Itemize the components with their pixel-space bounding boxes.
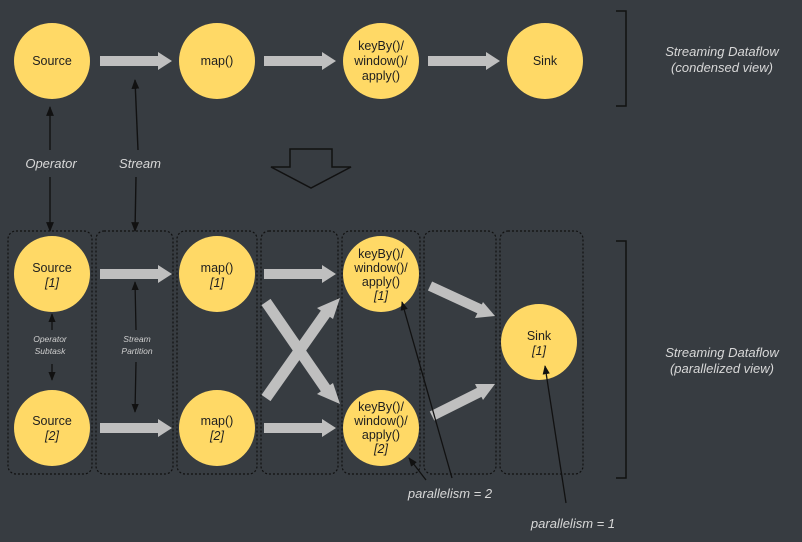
condensed-map-label: map() (201, 54, 234, 68)
kwa-2-line-1: keyBy()/ (358, 400, 404, 414)
operator-label: Operator (25, 156, 77, 171)
condensed-stream-arrow-3 (428, 52, 500, 70)
node-map-2: map() [2] (179, 390, 255, 466)
operator-stream-annotations: Operator Stream (25, 79, 161, 232)
node-kwa-1: keyBy()/ window()/ apply() [1] (343, 236, 419, 312)
condensed-node-keyby-window-apply: keyBy()/ window()/ apply() (343, 23, 419, 99)
source-1-index: [1] (44, 276, 59, 290)
parallelism-2-pointer-a (400, 301, 453, 479)
kwa-2-index: [2] (373, 442, 388, 456)
parallel-bracket-label-1: Streaming Dataflow (665, 345, 780, 360)
source-1-name: Source (32, 261, 72, 275)
map-2-name: map() (201, 414, 234, 428)
kwa-1-line-3: apply() (362, 275, 400, 289)
map-1-name: map() (201, 261, 234, 275)
parallel-bracket-label-2: (parallelized view) (670, 361, 774, 376)
stream-partition-label-1: Stream (123, 334, 150, 344)
partition-annot-arrow-down (131, 361, 139, 413)
node-sink-1: Sink [1] (501, 304, 577, 380)
kwa-1-index: [1] (373, 289, 388, 303)
stream-partition-label-2: Partition (121, 346, 152, 356)
condensed-node-map: map() (179, 23, 255, 99)
source-2-name: Source (32, 414, 72, 428)
condensed-bracket-label-1: Streaming Dataflow (665, 44, 780, 59)
sink-1-index: [1] (531, 344, 546, 358)
parallel-view: Source [1] Source [2] map() [1] map() [2… (7, 230, 780, 531)
kwa-2-line-2: window()/ (353, 414, 408, 428)
condensed-stream-arrow-2 (264, 52, 336, 70)
condensed-sink-label: Sink (533, 54, 558, 68)
condensed-source-label: Source (32, 54, 72, 68)
parallel-bracket (616, 240, 627, 479)
node-kwa-2: keyBy()/ window()/ apply() [2] (343, 390, 419, 466)
group-box-stream-3 (423, 230, 497, 475)
condensed-kwa-line-2: window()/ (353, 54, 408, 68)
group-box-sources (7, 230, 93, 475)
partition-annot-arrow-up (131, 281, 139, 331)
parallelism-2-pointer-b (408, 457, 427, 481)
parallelism-1-pointer (542, 365, 567, 504)
condensed-node-sink: Sink (507, 23, 583, 99)
map-1-index: [1] (209, 276, 224, 290)
cross-arrow-map2-kwa1 (261, 298, 340, 402)
sink-1-name: Sink (527, 329, 552, 343)
parallelism-1-label: parallelism = 1 (530, 516, 615, 531)
group-box-kwa (341, 230, 421, 475)
partition-arrow-map1-kwa1 (264, 265, 336, 283)
partition-arrow-map2-kwa2 (264, 419, 336, 437)
map-2-index: [2] (209, 429, 224, 443)
kwa-1-line-1: keyBy()/ (358, 247, 404, 261)
source-2-index: [2] (44, 429, 59, 443)
parallelism-2-label: parallelism = 2 (407, 486, 493, 501)
stream-label: Stream (119, 156, 161, 171)
expand-down-arrow (270, 148, 352, 189)
condensed-bracket (616, 10, 627, 107)
group-box-maps (176, 230, 258, 475)
group-box-sink (499, 230, 584, 475)
condensed-node-source: Source (14, 23, 90, 99)
condensed-kwa-line-1: keyBy()/ (358, 39, 404, 53)
condensed-kwa-line-3: apply() (362, 69, 400, 83)
partition-arrow-source1-map1 (100, 265, 172, 283)
operator-subtask-label-1: Operator (33, 334, 68, 344)
arrow-kwa1-sink (427, 281, 495, 318)
node-source-1: Source [1] (14, 236, 90, 312)
condensed-view: Source map() keyBy()/ window()/ apply() … (14, 10, 780, 107)
node-map-1: map() [1] (179, 236, 255, 312)
kwa-2-line-3: apply() (362, 428, 400, 442)
operator-subtask-label-2: Subtask (35, 346, 66, 356)
condensed-bracket-label-2: (condensed view) (671, 60, 773, 75)
arrow-kwa2-sink (429, 384, 495, 421)
partition-arrow-source2-map2 (100, 419, 172, 437)
node-source-2: Source [2] (14, 390, 90, 466)
condensed-stream-arrow-1 (100, 52, 172, 70)
kwa-1-line-2: window()/ (353, 261, 408, 275)
